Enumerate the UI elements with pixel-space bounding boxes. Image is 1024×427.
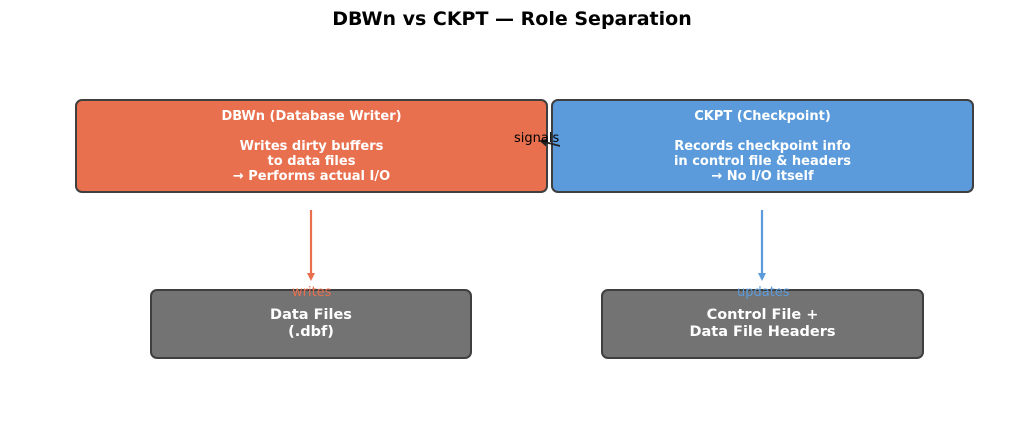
datafiles-line: Data Files bbox=[270, 307, 352, 323]
diagram-title: DBWn vs CKPT — Role Separation bbox=[332, 8, 692, 30]
controlfile-line: Control File + bbox=[706, 307, 819, 323]
signals-edge-label: signals bbox=[514, 131, 560, 146]
dbwn-line: Writes dirty buffers bbox=[239, 139, 384, 154]
ckpt-line: → No I/O itself bbox=[711, 169, 814, 184]
updates-edge-label: updates bbox=[737, 285, 790, 300]
ckpt-line: in control file & headers bbox=[673, 154, 852, 169]
dbwn-line: → Performs actual I/O bbox=[232, 169, 391, 184]
ckpt-line: Records checkpoint info bbox=[674, 139, 851, 154]
datafiles-node: Data Files (.dbf) bbox=[150, 289, 472, 359]
ckpt-node: CKPT (Checkpoint) Records checkpoint inf… bbox=[551, 99, 974, 193]
controlfile-node: Control File + Data File Headers bbox=[601, 289, 924, 359]
datafiles-line: (.dbf) bbox=[288, 324, 334, 340]
dbwn-line: to data files bbox=[267, 154, 356, 169]
dbwn-node: DBWn (Database Writer) Writes dirty buff… bbox=[75, 99, 548, 193]
dbwn-heading: DBWn (Database Writer) bbox=[221, 109, 402, 124]
writes-edge-label: writes bbox=[292, 285, 332, 300]
controlfile-line: Data File Headers bbox=[689, 324, 836, 340]
ckpt-heading: CKPT (Checkpoint) bbox=[694, 109, 831, 124]
signals-arrow bbox=[539, 138, 561, 147]
